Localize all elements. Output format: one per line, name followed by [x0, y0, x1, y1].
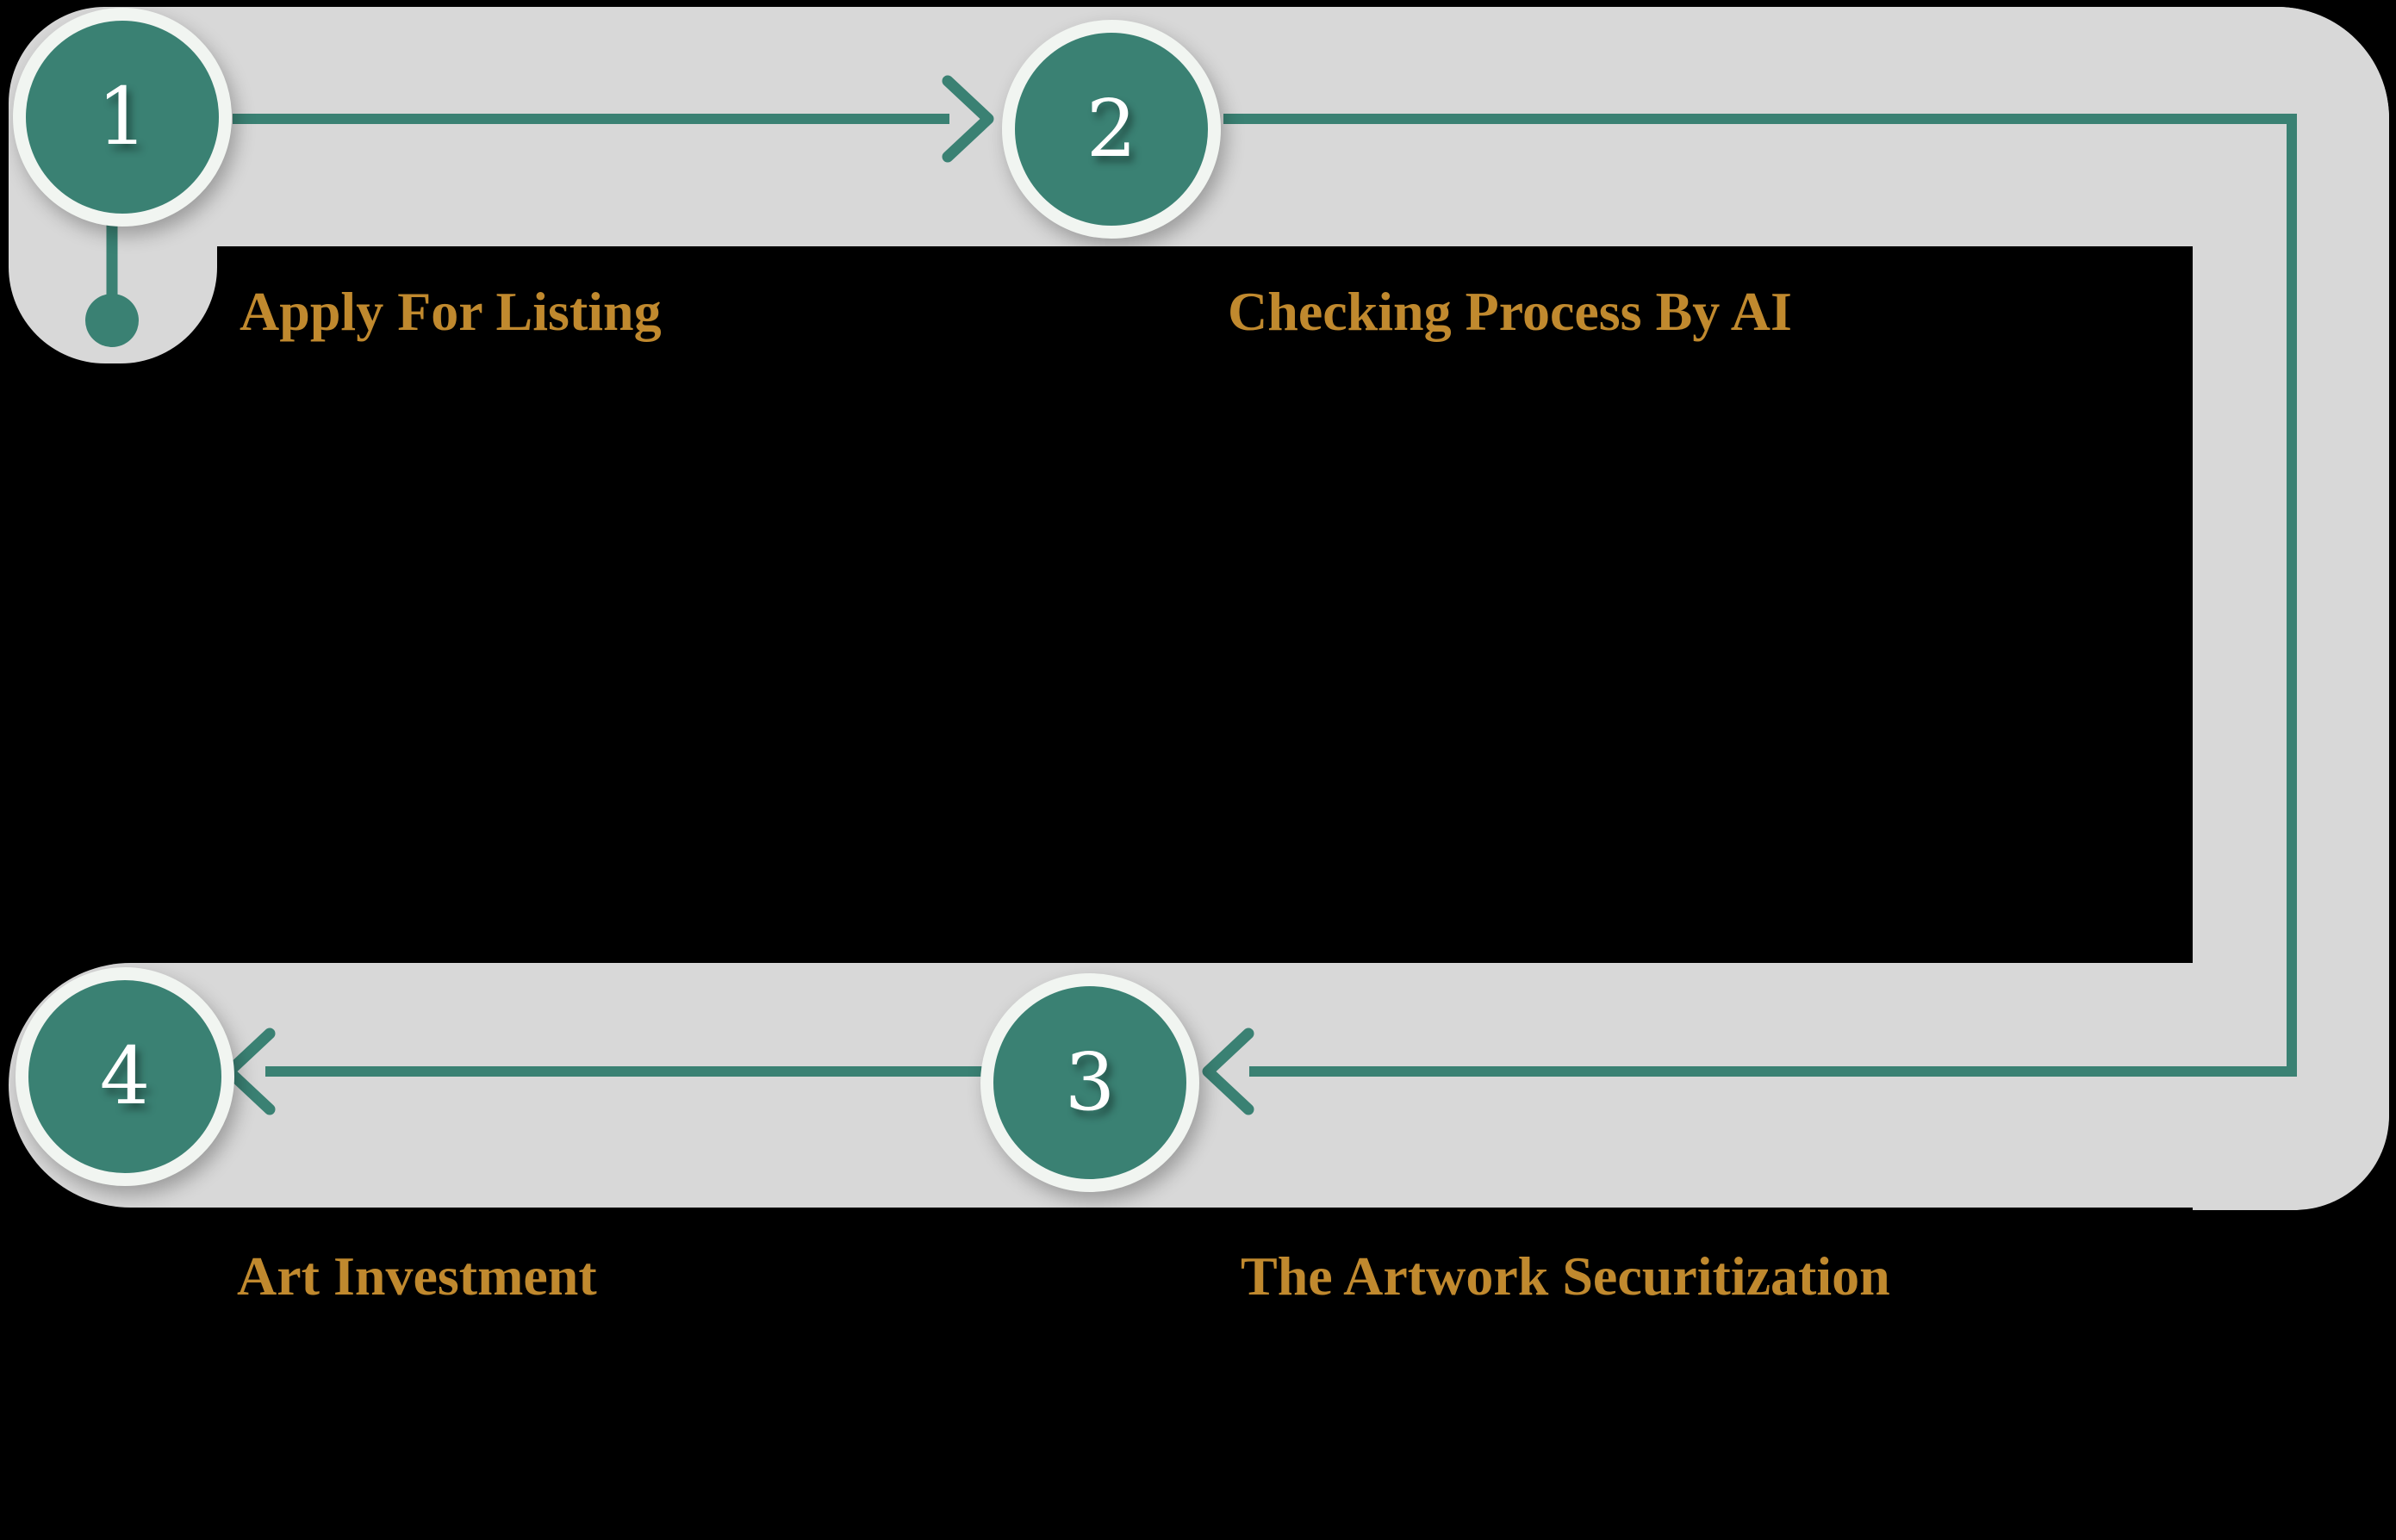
arrow-right-icon: [942, 75, 994, 163]
step-number-3: 3: [1064, 1036, 1116, 1128]
step-circle-2: 2: [1002, 20, 1221, 239]
step-number-1: 1: [96, 71, 148, 163]
step-circle-3: 3: [980, 973, 1199, 1192]
step-label-artwork-securitization: The Artwork Securitization: [1241, 1245, 1890, 1307]
track-top-band: [103, 7, 2389, 246]
arrow-left-icon: [1202, 1028, 1254, 1115]
step-label-checking-process-by-ai: Checking Process By AI: [1228, 281, 1792, 342]
connector-step2-step3: [1223, 114, 2297, 1077]
step1-dot-icon: [85, 294, 139, 347]
step-number-2: 2: [1086, 83, 1137, 175]
arrow-left-icon: [223, 1028, 276, 1115]
step-circle-4: 4: [16, 967, 234, 1186]
step-number-4: 4: [99, 1030, 151, 1122]
step-label-art-investment: Art Investment: [237, 1245, 597, 1307]
step-label-apply-for-listing: Apply For Listing: [240, 281, 662, 342]
step-circle-1: 1: [13, 8, 232, 227]
